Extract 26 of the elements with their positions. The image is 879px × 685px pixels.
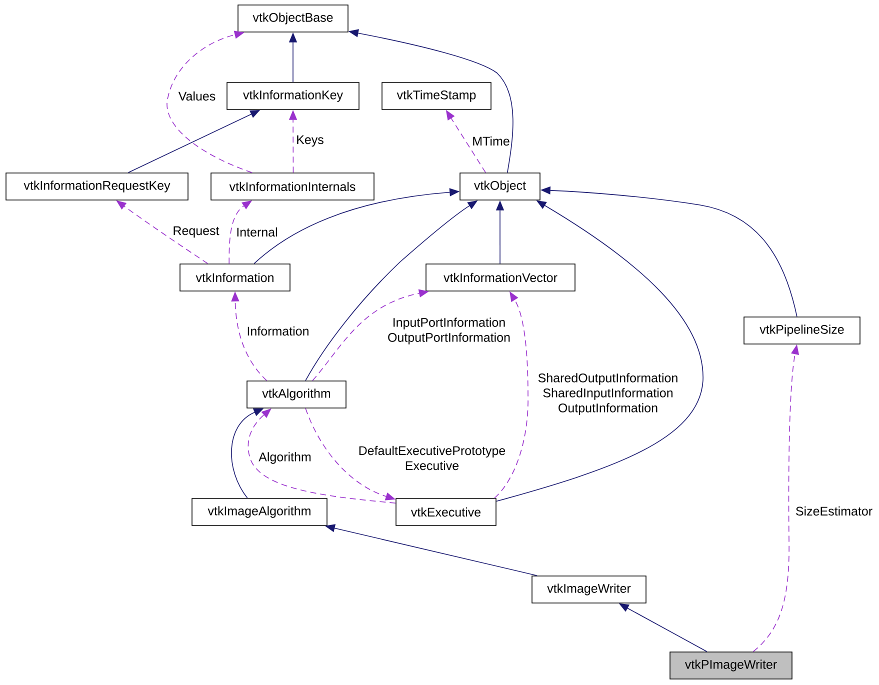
edge-label: Request xyxy=(172,225,220,239)
edge-label: DefaultExecutivePrototype Executive xyxy=(355,444,509,472)
edge-label: Values xyxy=(177,90,217,102)
edge-label: MTime xyxy=(471,135,511,147)
class-box: vtkInformationRequestKey xyxy=(6,172,188,200)
class-box: vtkPImageWriter xyxy=(670,652,792,680)
edge-label: Internal xyxy=(235,226,279,238)
class-box: vtkAlgorithm xyxy=(246,380,346,408)
edge-label: Algorithm xyxy=(258,451,312,465)
class-box: vtkInformation xyxy=(180,264,290,292)
class-box: vtkInformationKey xyxy=(226,82,360,110)
class-box: vtkExecutive xyxy=(396,498,496,526)
edge-label: Keys xyxy=(295,134,325,148)
class-box: vtkObjectBase xyxy=(238,4,348,32)
edge-label: SharedOutputInformation SharedInputInformation OutputInformation xyxy=(534,372,682,416)
class-box: vtkInformationVector xyxy=(426,264,576,292)
class-box: vtkInformationInternals xyxy=(210,172,374,200)
edge-label: SizeEstimator xyxy=(794,505,874,517)
class-box: vtkTimeStamp xyxy=(382,82,492,110)
class-box: vtkImageAlgorithm xyxy=(192,498,328,526)
class-box: vtkImageWriter xyxy=(532,576,646,604)
class-box: vtkPipelineSize xyxy=(744,316,860,344)
class-box: vtkObject xyxy=(460,172,540,200)
edge-label: InputPortInformation OutputPortInformation xyxy=(383,316,515,346)
dashed-arrow xyxy=(166,30,253,173)
edge-label: Information xyxy=(246,325,310,337)
